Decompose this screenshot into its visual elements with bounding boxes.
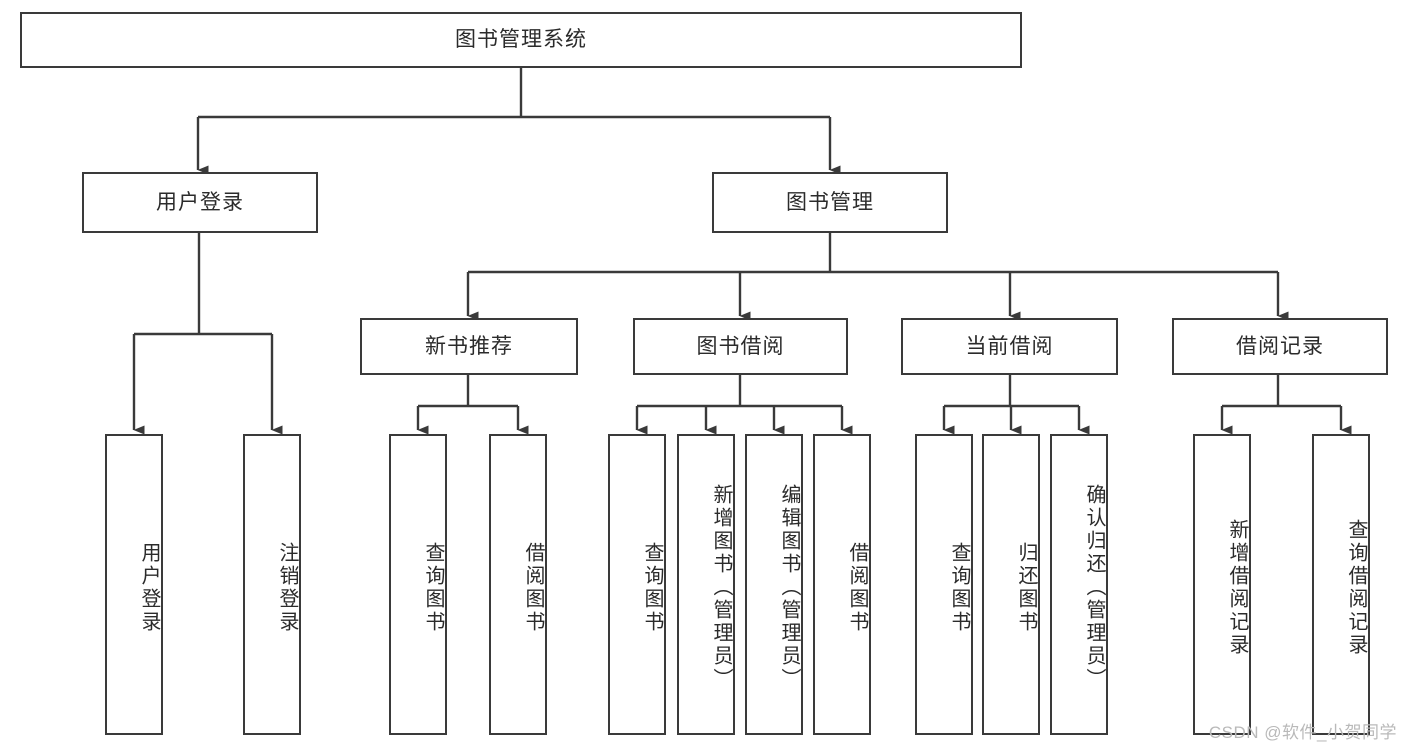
leaf-book-borrow-edit-book-admin[interactable]: 编辑图书（管理员） (745, 434, 803, 735)
node-label: 归还图书 (1015, 541, 1037, 634)
node-label: 借阅记录 (1236, 334, 1324, 358)
leaf-book-borrow-borrow-book[interactable]: 借阅图书 (813, 434, 871, 735)
node-root-book-management-system[interactable]: 图书管理系统 (20, 12, 1022, 68)
node-label: 查询图书 (641, 541, 663, 634)
node-label: 查询图书 (948, 541, 970, 634)
leaf-user-login-user-login[interactable]: 用户登录 (105, 434, 163, 735)
leaf-new-book-borrow-book[interactable]: 借阅图书 (489, 434, 547, 735)
node-label: 编辑图书（管理员） (778, 484, 800, 691)
node-book-management[interactable]: 图书管理 (712, 172, 948, 233)
node-user-login[interactable]: 用户登录 (82, 172, 318, 233)
leaf-new-book-query-book[interactable]: 查询图书 (389, 434, 447, 735)
node-book-borrow[interactable]: 图书借阅 (633, 318, 848, 375)
node-label: 当前借阅 (965, 334, 1054, 358)
node-label: 借阅图书 (522, 541, 544, 634)
leaf-book-borrow-query-book[interactable]: 查询图书 (608, 434, 666, 735)
leaf-user-login-logout[interactable]: 注销登录 (243, 434, 301, 735)
node-borrow-record[interactable]: 借阅记录 (1172, 318, 1388, 375)
node-label: 新增图书（管理员） (710, 484, 732, 691)
leaf-book-borrow-add-book-admin[interactable]: 新增图书（管理员） (677, 434, 735, 735)
node-label: 新书推荐 (425, 334, 513, 358)
leaf-current-borrow-confirm-return-admin[interactable]: 确认归还（管理员） (1050, 434, 1108, 735)
node-label: 注销登录 (276, 541, 298, 634)
csdn-watermark: CSDN @软件_小贺同学 (1208, 723, 1397, 742)
node-label: 用户登录 (138, 541, 160, 634)
node-label: 确认归还（管理员） (1083, 484, 1105, 691)
node-current-borrow[interactable]: 当前借阅 (901, 318, 1118, 375)
node-label: 查询借阅记录 (1345, 518, 1367, 657)
node-label: 新增借阅记录 (1226, 518, 1248, 657)
node-new-book-recommend[interactable]: 新书推荐 (360, 318, 578, 375)
leaf-current-borrow-query-book[interactable]: 查询图书 (915, 434, 973, 735)
leaf-current-borrow-return-book[interactable]: 归还图书 (982, 434, 1040, 735)
node-label: 图书管理 (786, 190, 874, 214)
node-label: 查询图书 (422, 541, 444, 634)
node-label: 用户登录 (156, 190, 244, 214)
leaf-borrow-record-query-record[interactable]: 查询借阅记录 (1312, 434, 1370, 735)
node-label: 图书管理系统 (455, 28, 587, 52)
node-label: 图书借阅 (696, 334, 785, 358)
node-label: 借阅图书 (846, 541, 868, 634)
leaf-borrow-record-add-record[interactable]: 新增借阅记录 (1193, 434, 1251, 735)
